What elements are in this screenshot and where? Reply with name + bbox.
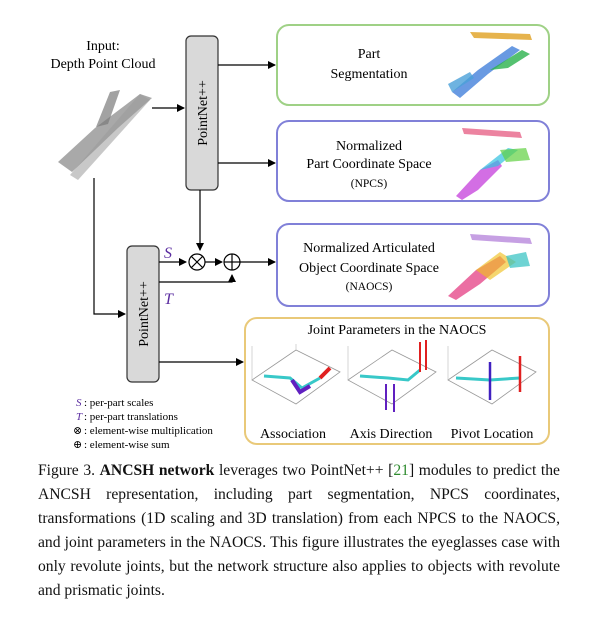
- caption-reference-link[interactable]: 21: [393, 462, 409, 479]
- joint-params-box: Joint Parameters in the NAOCS Ass: [244, 317, 550, 445]
- legend-sum-symbol: ⊕: [73, 439, 82, 451]
- caption-bold: ANCSH network: [99, 462, 215, 479]
- part-segmentation-box: Part Segmentation: [276, 24, 550, 106]
- naocs-line3: (NAOCS): [346, 281, 393, 293]
- input-label-line2: Depth Point Cloud: [50, 57, 155, 72]
- npcs-line3: (NPCS): [351, 178, 388, 190]
- naocs-box: Normalized Articulated Object Coordinate…: [276, 223, 550, 307]
- legend-t-text: : per-part translations: [84, 411, 178, 423]
- legend: S : per-part scales T : per-part transla…: [73, 397, 213, 451]
- pointnet-bottom-block: [126, 245, 160, 383]
- pointnet-top-block: [185, 35, 219, 191]
- association-plot: [251, 344, 341, 405]
- subplot-label-association: Association: [260, 427, 326, 442]
- joint-title: Joint Parameters in the NAOCS: [308, 323, 487, 338]
- caption-mid: leverages two PointNet++ [: [214, 462, 394, 479]
- legend-mult-text: : element-wise multiplication: [84, 425, 213, 437]
- architecture-diagram: Input: Depth Point Cloud PointNet++ Poin…: [50, 24, 550, 451]
- legend-mult-symbol: ⊗: [73, 425, 82, 437]
- scale-symbol: S: [164, 245, 172, 262]
- legend-s-symbol: S: [76, 397, 82, 409]
- pointnet-bottom-label: PointNet++: [137, 281, 152, 347]
- npcs-line1: Normalized: [336, 139, 402, 154]
- input-point-cloud: [58, 90, 152, 180]
- part-seg-line2: Segmentation: [331, 67, 408, 82]
- part-seg-point-cloud: [448, 32, 532, 98]
- naocs-point-cloud: [448, 234, 532, 300]
- figure-caption: Figure 3. ANCSH network leverages two Po…: [38, 459, 560, 603]
- naocs-line2: Object Coordinate Space: [299, 261, 439, 276]
- naocs-line1: Normalized Articulated: [303, 241, 435, 256]
- part-seg-line1: Part: [358, 47, 381, 62]
- caption-prefix: Figure 3.: [38, 462, 100, 479]
- legend-s-text: : per-part scales: [84, 397, 153, 409]
- translation-symbol: T: [164, 291, 174, 308]
- input-label-line1: Input:: [86, 39, 119, 54]
- npcs-line2: Part Coordinate Space: [306, 157, 431, 172]
- caption-rest: ] modules to predict the ANCSH represent…: [38, 462, 560, 599]
- pivot-location-plot: [447, 346, 537, 405]
- legend-t-symbol: T: [76, 411, 83, 423]
- subplot-label-pivot-location: Pivot Location: [451, 427, 534, 442]
- npcs-point-cloud: [456, 128, 530, 200]
- pointnet-top-label: PointNet++: [196, 80, 211, 146]
- axis-direction-plot: [347, 340, 437, 412]
- npcs-box: Normalized Part Coordinate Space (NPCS): [276, 120, 550, 202]
- subplot-label-axis-direction: Axis Direction: [350, 427, 433, 442]
- legend-sum-text: : element-wise sum: [84, 439, 170, 451]
